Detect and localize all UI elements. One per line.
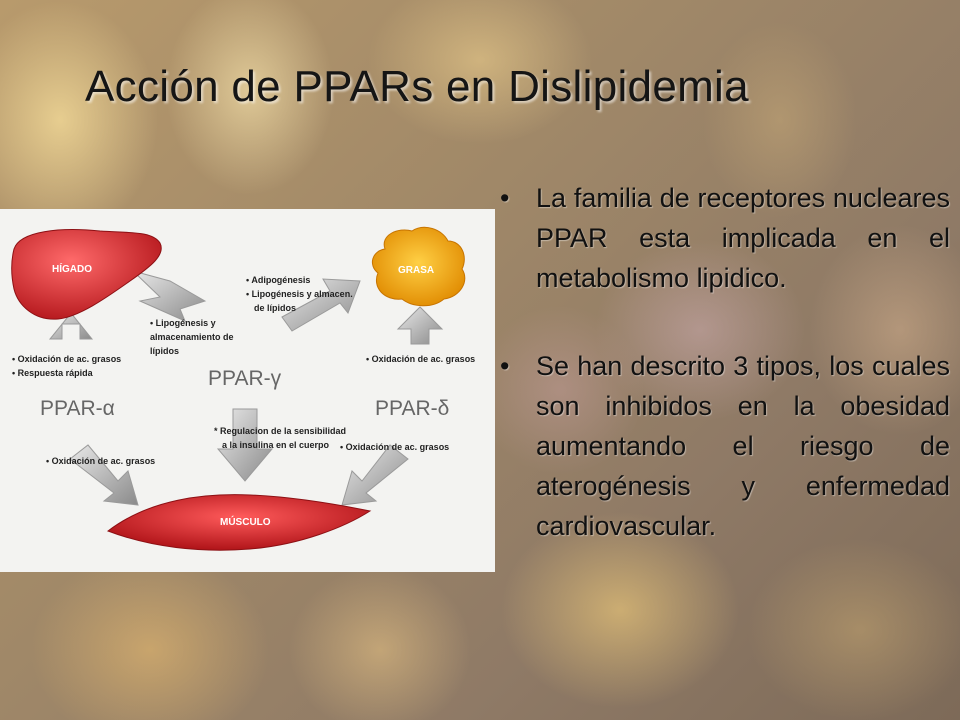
note-fat-from-gamma: • Adipogénesis • Lipogénesis y almacen. … xyxy=(246,275,355,313)
bullet-item: • La familia de receptores nucleares PPAR… xyxy=(500,178,950,298)
liver-label: HÍGADO xyxy=(52,262,92,275)
arrow-alpha-to-muscle-icon xyxy=(69,444,139,506)
arrow-gamma-to-fat-icon xyxy=(281,278,361,332)
muscle-label: MÚSCULO xyxy=(220,515,271,528)
fat-label: GRASA xyxy=(398,265,434,276)
arrow-gamma-to-liver-icon xyxy=(132,270,207,322)
muscle-icon xyxy=(106,494,372,551)
ppar-gamma-label: PPAR-γ xyxy=(208,367,282,390)
bullet-item: • Se han descrito 3 tipos, los cuales son… xyxy=(500,346,950,546)
arrow-alpha-to-liver-icon xyxy=(48,312,94,340)
liver-icon xyxy=(11,229,162,320)
ppar-diagram: HÍGADO GRASA MÚSCULO PPAR-γ PPAR-α PPAR-… xyxy=(0,209,495,572)
note-liver-from-alpha: • Oxidación de ac. grasos • Respuesta rá… xyxy=(12,354,124,378)
slide-title: Acción de PPARs en Dislipidemia xyxy=(85,62,749,111)
bullet-icon: • xyxy=(500,183,510,213)
note-muscle-from-gamma: * Regulacion de la sensibilidad a la ins… xyxy=(214,426,349,450)
note-muscle-from-delta: • Oxidación de ac. grasos xyxy=(340,442,449,452)
bullet-list: • La familia de receptores nucleares PPAR… xyxy=(500,178,950,594)
arrow-delta-to-muscle-icon xyxy=(341,444,409,506)
note-muscle-from-alpha: • Oxidación de ac. grasos xyxy=(46,456,155,466)
note-fat-from-delta: • Oxidación de ac. grasos xyxy=(366,354,475,364)
arrow-gamma-to-muscle-icon xyxy=(216,408,274,482)
fat-icon xyxy=(371,226,466,307)
bullet-text: La familia de receptores nucleares PPAR … xyxy=(536,183,950,293)
ppar-alpha-label: PPAR-α xyxy=(40,397,115,420)
bullet-text: Se han descrito 3 tipos, los cuales son … xyxy=(536,351,950,541)
bullet-icon: • xyxy=(500,351,510,381)
ppar-delta-label: PPAR-δ xyxy=(375,397,449,420)
note-liver-from-gamma: • Lipogénesis y almacenamiento de lípido… xyxy=(150,318,236,356)
arrow-delta-to-fat-icon xyxy=(396,306,444,345)
